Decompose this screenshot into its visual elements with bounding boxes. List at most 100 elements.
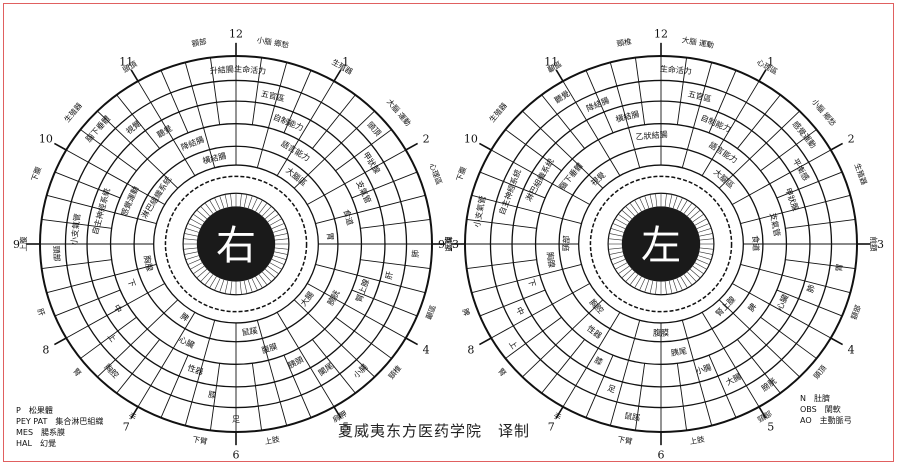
zone-label: 腎上腺 <box>354 277 372 303</box>
stomach-ray <box>668 194 673 208</box>
outer-area-label: 上腹 <box>443 236 453 251</box>
zone-label: 視覺 <box>124 118 143 136</box>
zone-label: 腦下垂體 <box>557 161 585 192</box>
zone-label: 淋巴組織系統 <box>139 174 173 220</box>
autonomic-ring <box>164 175 308 313</box>
sector-line <box>80 129 137 172</box>
credit-text: 夏威夷东方医药学院 译制 <box>338 422 531 440</box>
stomach-ray <box>625 206 635 217</box>
zone-label: 大腦區 <box>284 165 309 188</box>
sector-line <box>740 194 851 224</box>
stomach-ray <box>696 223 710 229</box>
stomach-ray <box>629 202 639 214</box>
sector-line <box>116 339 160 394</box>
outer-area-label: 腎 <box>71 366 83 378</box>
stomach-ray <box>639 197 646 210</box>
sector-line <box>283 70 312 134</box>
stomach-ray <box>193 213 205 223</box>
zone-label: 語言能力 <box>279 138 312 163</box>
hour-tick <box>53 337 67 346</box>
hour-tick <box>130 406 139 419</box>
zone-label: 降結腸 <box>179 134 205 152</box>
stomach-ray <box>219 279 225 293</box>
sector-line <box>609 62 641 168</box>
stomach-ray <box>694 218 707 226</box>
hour-tick <box>405 337 419 346</box>
stomach-ray <box>612 223 626 229</box>
zone-label: 頸部 <box>52 245 63 261</box>
zone-label: 上 <box>507 339 519 351</box>
stomach-ray <box>687 206 697 217</box>
stomach-ray <box>644 195 650 209</box>
stomach-ray <box>255 199 263 212</box>
hour-tick <box>555 69 564 82</box>
sector-line <box>66 283 165 339</box>
sector-line <box>491 149 590 205</box>
sector-line <box>184 320 216 426</box>
stomach-ray <box>264 268 276 279</box>
zone-label: 鼠蹊 <box>624 410 641 422</box>
pupil <box>621 206 701 282</box>
hour-tick <box>478 142 492 151</box>
zone-label: 頭頂 <box>365 120 382 138</box>
stomach-ray <box>609 233 623 237</box>
stomach-ray <box>200 206 210 217</box>
outer-area-label: 手 <box>552 410 564 423</box>
sector-line <box>160 70 189 134</box>
stomach-ray <box>615 262 628 270</box>
sector-line <box>251 363 263 431</box>
zone-label: 中 <box>514 305 526 317</box>
zone-label: 鼠蹊 <box>241 325 258 337</box>
sector-line <box>760 129 817 172</box>
sector-line <box>634 57 646 125</box>
sector-line <box>737 339 781 394</box>
outer-area-label: 肝 <box>36 307 47 318</box>
zone-label: 中 <box>112 303 125 315</box>
legend-right: N 肚臍 OBS 闌軟 AO 主動脈弓 <box>800 393 852 426</box>
pupil-label: 左 <box>641 223 681 269</box>
stomach-ray <box>204 202 214 214</box>
stomach-ray <box>185 255 199 260</box>
sector-line <box>562 80 621 176</box>
outer-area-label: 上腹 <box>18 236 28 251</box>
outer-area-label: 額部 <box>191 36 208 49</box>
stomach-ray <box>696 259 710 265</box>
stomach-ray <box>621 268 633 279</box>
pupil-label: 右 <box>216 223 256 269</box>
sector-line <box>293 299 375 378</box>
outer-area-label: 大腦 運動 <box>385 97 414 129</box>
zone-label: 自主神經系統 <box>497 168 523 216</box>
outer-area-label: 上肢 <box>264 434 281 447</box>
zone-label: 五官區 <box>687 89 713 104</box>
hour-tick <box>758 406 767 419</box>
hour-tick <box>478 337 492 346</box>
zone-label: 膝 <box>208 389 217 400</box>
hour-label: 8 <box>467 343 474 356</box>
hour-tick <box>405 142 419 151</box>
zone-label: 食道 <box>342 208 356 226</box>
legend-left-item: P 松果體 <box>16 406 53 415</box>
sector-line <box>360 259 431 269</box>
stomach-ray <box>271 223 285 229</box>
sector-line <box>184 62 216 168</box>
stomach-ray <box>185 228 199 233</box>
sector-line <box>585 354 614 418</box>
stomach-ray <box>204 274 214 286</box>
sector-line <box>41 219 112 229</box>
hour-label: 6 <box>233 449 240 462</box>
zone-label: 小腸 <box>352 362 370 380</box>
hour-label: 9 <box>438 238 445 251</box>
zone-label: 心臟 <box>774 293 790 312</box>
stomach-ray <box>664 193 667 207</box>
sector-line <box>137 312 196 408</box>
zone-label: 下 <box>526 278 537 288</box>
sector-line <box>307 149 406 205</box>
sector-line <box>681 62 713 168</box>
sector-line <box>681 320 713 426</box>
zone-label: 腹膜 <box>653 327 669 337</box>
stomach-ray <box>634 199 642 212</box>
hour-label: 12 <box>654 27 668 40</box>
sector-line <box>335 316 392 359</box>
stomach-ray <box>644 279 650 293</box>
